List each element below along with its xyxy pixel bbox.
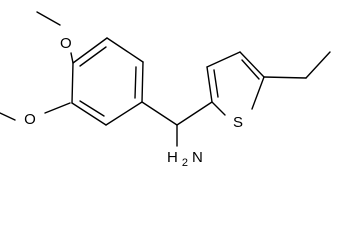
ethyl-bond-1: [263, 76, 307, 79]
thiophene-bond-c4-c5: [239, 51, 265, 78]
thiophene-bond-c2-c3: [206, 66, 213, 103]
thiophene-sulfur-label: S: [233, 114, 243, 131]
methyl-o-bond-left: [0, 112, 16, 121]
amine-n-label: N: [192, 149, 203, 166]
thiophene-ring: [206, 51, 265, 116]
o-ring-bond-top: [70, 52, 74, 64]
benzene-bond-5: [71, 102, 107, 126]
benzene-bond-6: [71, 62, 74, 104]
benzene-bond-1: [72, 37, 108, 64]
benzene-double-bond-c: [79, 100, 105, 117]
benzene-bond-2: [106, 37, 144, 63]
top-methoxy-group: [36, 11, 74, 64]
o-ring-bond-left: [44, 102, 71, 114]
amine-h-count: 2: [182, 157, 188, 169]
methoxy-left-oxygen-label: O: [24, 111, 36, 128]
benzene-bond-4: [105, 101, 143, 126]
thiophene-double-bond-a: [213, 69, 219, 98]
amine-h-label: H: [167, 149, 178, 166]
thiophene-bond-c5-s: [251, 76, 265, 110]
ethyl-bond-2: [305, 51, 331, 79]
methoxy-top-oxygen-label: O: [60, 35, 72, 52]
thiophene-bond-c3-c4: [206, 51, 241, 68]
ethyl-group: [263, 51, 331, 79]
thiophene-bond-s-c2: [211, 101, 226, 116]
ch-thiophene-bond: [176, 101, 213, 126]
methyl-o-bond-top: [36, 11, 61, 26]
benzene-double-bond-b: [134, 66, 137, 99]
thiophene-double-bond-b: [241, 59, 260, 80]
chemical-structure: O O S H 2 N: [0, 11, 331, 170]
amine-group-label: H 2 N: [167, 149, 203, 170]
benzene-double-bond-a: [79, 46, 107, 67]
benzene-bond-3: [141, 61, 144, 103]
aryl-ch-bond: [141, 101, 178, 126]
benzene-ring: [71, 37, 144, 126]
left-methoxy-group: [0, 102, 71, 121]
